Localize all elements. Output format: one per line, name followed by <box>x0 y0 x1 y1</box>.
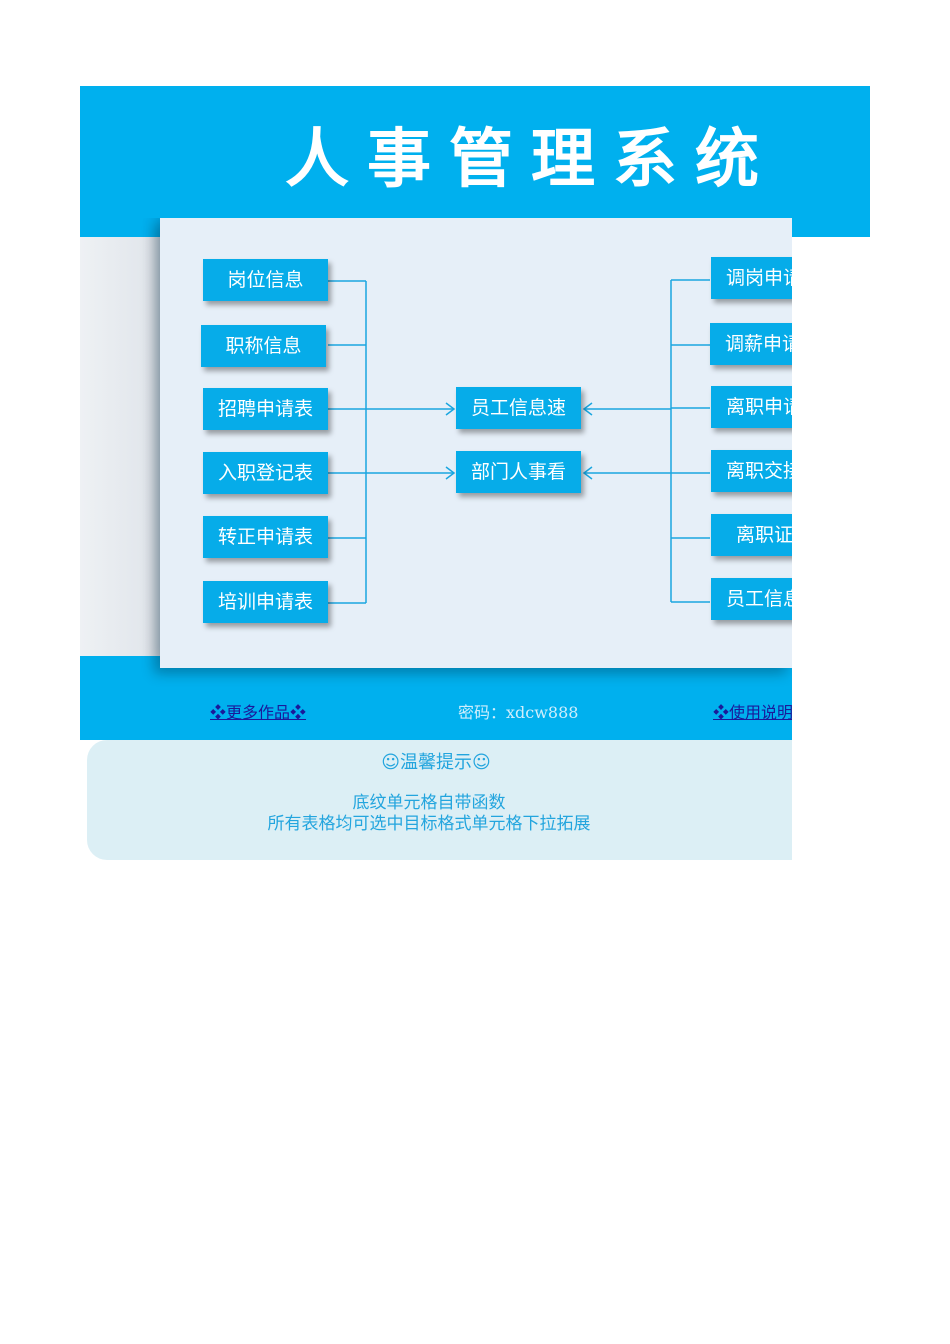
dashboard: 岗位信息 职称信息 招聘申请表 入职登记表 转正申请表 培训申请表 员工信息速 … <box>80 218 792 878</box>
left-item-button[interactable]: 招聘申请表 <box>203 388 328 430</box>
left-item-button[interactable]: 培训申请表 <box>203 581 328 623</box>
left-item-button[interactable]: 入职登记表 <box>203 452 328 494</box>
right-item-button[interactable]: 调薪申请 <box>710 323 792 365</box>
left-item-button[interactable]: 职称信息 <box>201 325 326 367</box>
right-item-button[interactable]: 离职交接 <box>711 450 792 492</box>
tip-line: 所有表格均可选中目标格式单元格下拉拓展 <box>267 814 591 834</box>
right-item-button[interactable]: 离职证 <box>711 514 792 556</box>
left-item-button[interactable]: 岗位信息 <box>203 259 328 301</box>
right-item-button[interactable]: 调岗申请 <box>711 257 792 299</box>
right-item-button[interactable]: 员工信息 <box>711 578 792 620</box>
tip-heading: ☺温馨提示☺ <box>381 752 491 773</box>
footer-band <box>80 656 792 740</box>
left-item-button[interactable]: 转正申请表 <box>203 516 328 558</box>
tip-box <box>87 740 792 860</box>
tip-line: 底纹单元格自带函数 <box>352 793 506 813</box>
center-item-button[interactable]: 员工信息速 <box>456 387 581 429</box>
connector-lines <box>328 279 710 604</box>
more-works-link[interactable]: ❖更多作品❖ <box>210 703 307 722</box>
navigation-panel: 岗位信息 职称信息 招聘申请表 入职登记表 转正申请表 培训申请表 员工信息速 … <box>160 218 792 668</box>
page-title: 人事管理系统 <box>285 122 777 197</box>
center-item-button[interactable]: 部门人事看 <box>456 451 581 493</box>
side-strip <box>80 237 160 657</box>
usage-link[interactable]: ❖使用说明 <box>713 703 792 722</box>
password-text: 密码：xdcw888 <box>458 703 579 722</box>
header-banner <box>80 86 870 237</box>
right-item-button[interactable]: 离职申请 <box>711 386 792 428</box>
